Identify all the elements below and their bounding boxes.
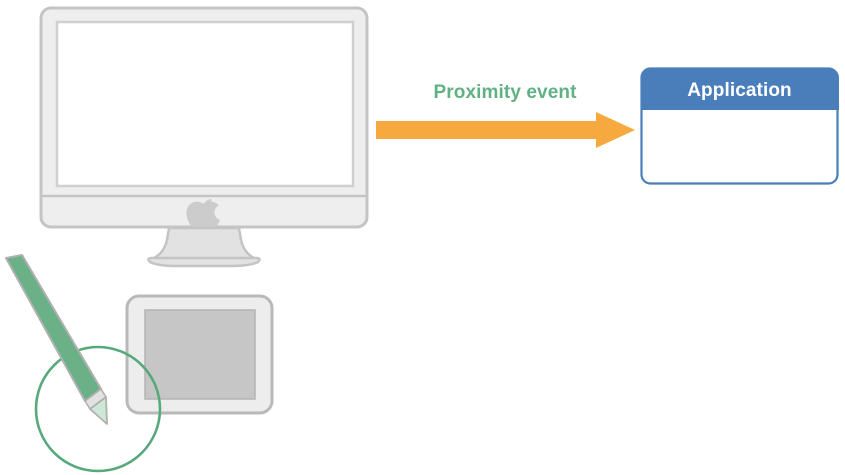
stand-base <box>147 256 261 268</box>
stylus-body <box>5 254 102 402</box>
proximity-event-arrow <box>376 112 635 148</box>
display-stand <box>147 226 261 268</box>
arrow-shape <box>376 112 635 148</box>
tablet-active-area <box>144 309 256 400</box>
imac-display <box>39 6 369 231</box>
proximity-circle <box>34 345 162 473</box>
apple-logo-icon <box>186 198 220 231</box>
stylus-pen <box>5 254 108 425</box>
application-box[interactable] <box>640 67 840 185</box>
application-box-header <box>640 68 839 110</box>
display-screen-bezel <box>55 20 355 188</box>
graphics-tablet <box>125 294 274 415</box>
stylus-tip <box>89 396 108 425</box>
